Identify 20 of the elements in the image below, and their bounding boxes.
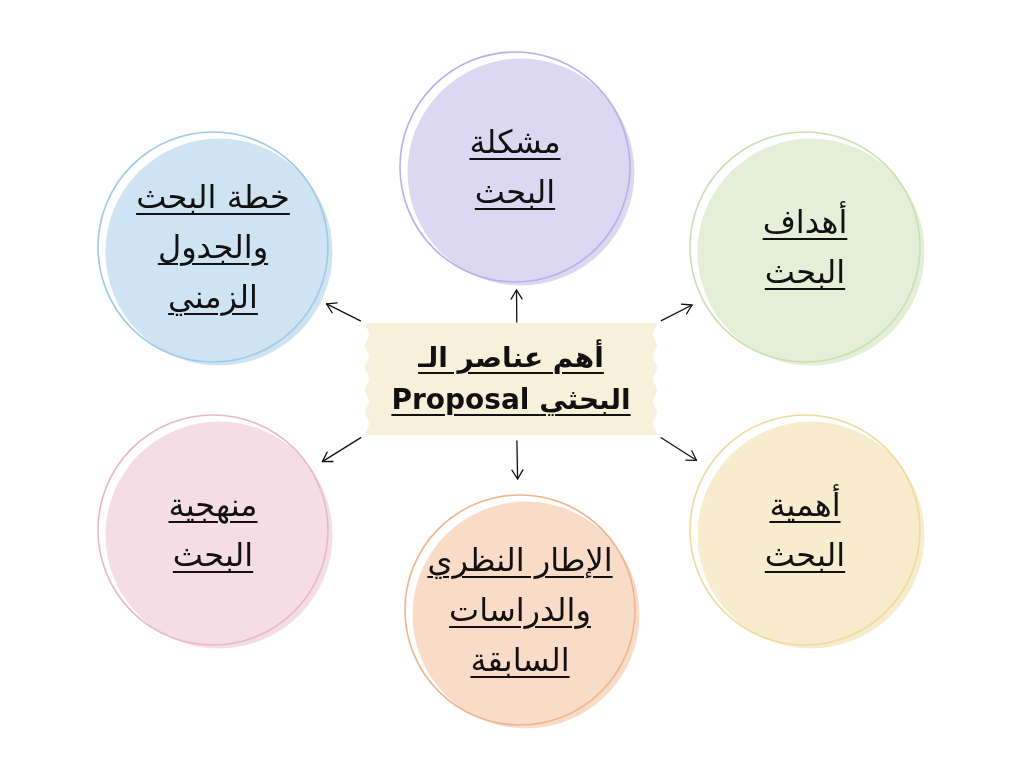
topic-circle [689,414,927,651]
arrow [511,440,524,480]
topic-label: مشكلة البحث [468,122,562,213]
topic-circle [399,51,637,288]
arrow [325,302,362,322]
topic-circle [97,414,335,651]
arrow [660,437,698,461]
topic-label: الإطار النظري والدراسات السابقة [426,540,614,681]
arrow [321,436,362,463]
topic-circle [404,494,642,731]
topic-label: أهداف البحث [762,200,848,293]
arrow [510,289,523,323]
topic-circle [689,131,927,368]
heading-label: أهم عناصر الـ Proposal البحثي [390,338,632,418]
banner-box [365,323,657,435]
topic-circle [97,131,335,368]
topic-label: منهجية البحث [167,485,259,576]
arrow [660,303,693,322]
topic-label: أهمية البحث [764,483,846,576]
topic-label: خطة البحث والجدول الزمني [135,177,291,318]
